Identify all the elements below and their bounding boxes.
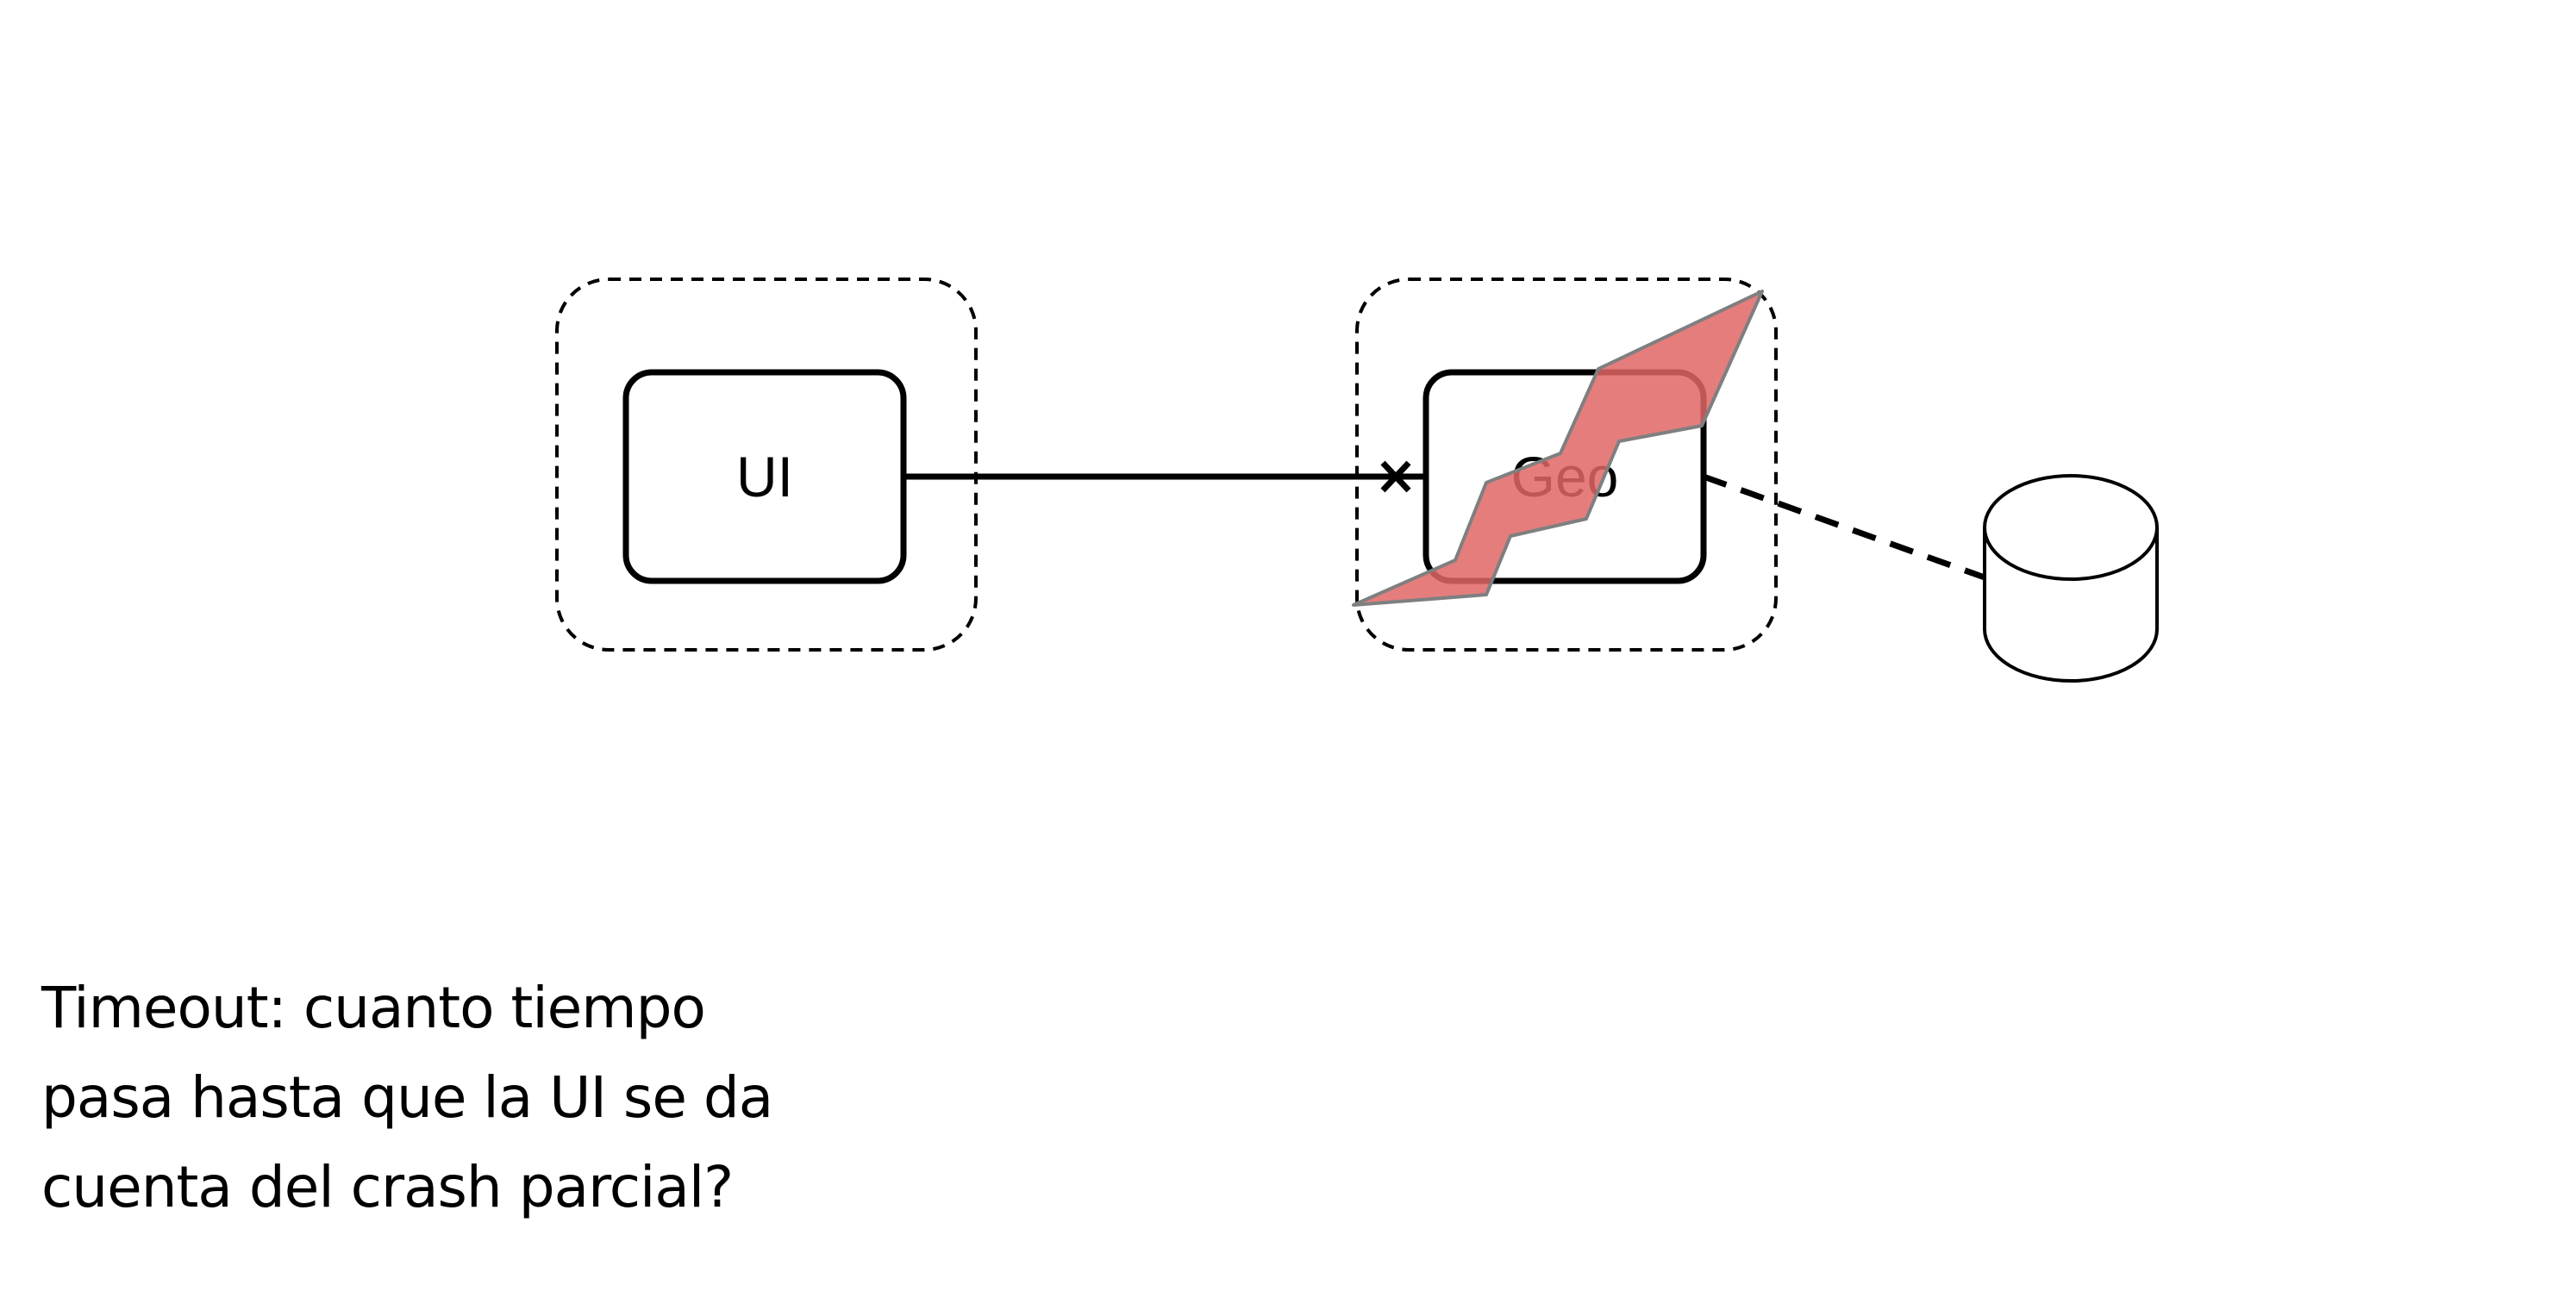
timeout-question-note: Timeout: cuanto tiempo pasa hasta que la… [41,964,817,1232]
note-line: Timeout: cuanto tiempo [41,975,706,1041]
lightning-bolt-icon [1352,290,1764,607]
geo-to-database-connector [1702,473,1986,581]
connection-broken-cross-icon [1380,460,1411,493]
note-line: cuenta del crash parcial? [41,1154,734,1220]
ui-node[interactable]: UI [622,369,907,584]
database-icon[interactable] [1983,474,2159,683]
note-line: pasa hasta que la UI se da [41,1064,773,1131]
database-top [1983,474,2159,581]
ui-node-label: UI [736,445,793,508]
